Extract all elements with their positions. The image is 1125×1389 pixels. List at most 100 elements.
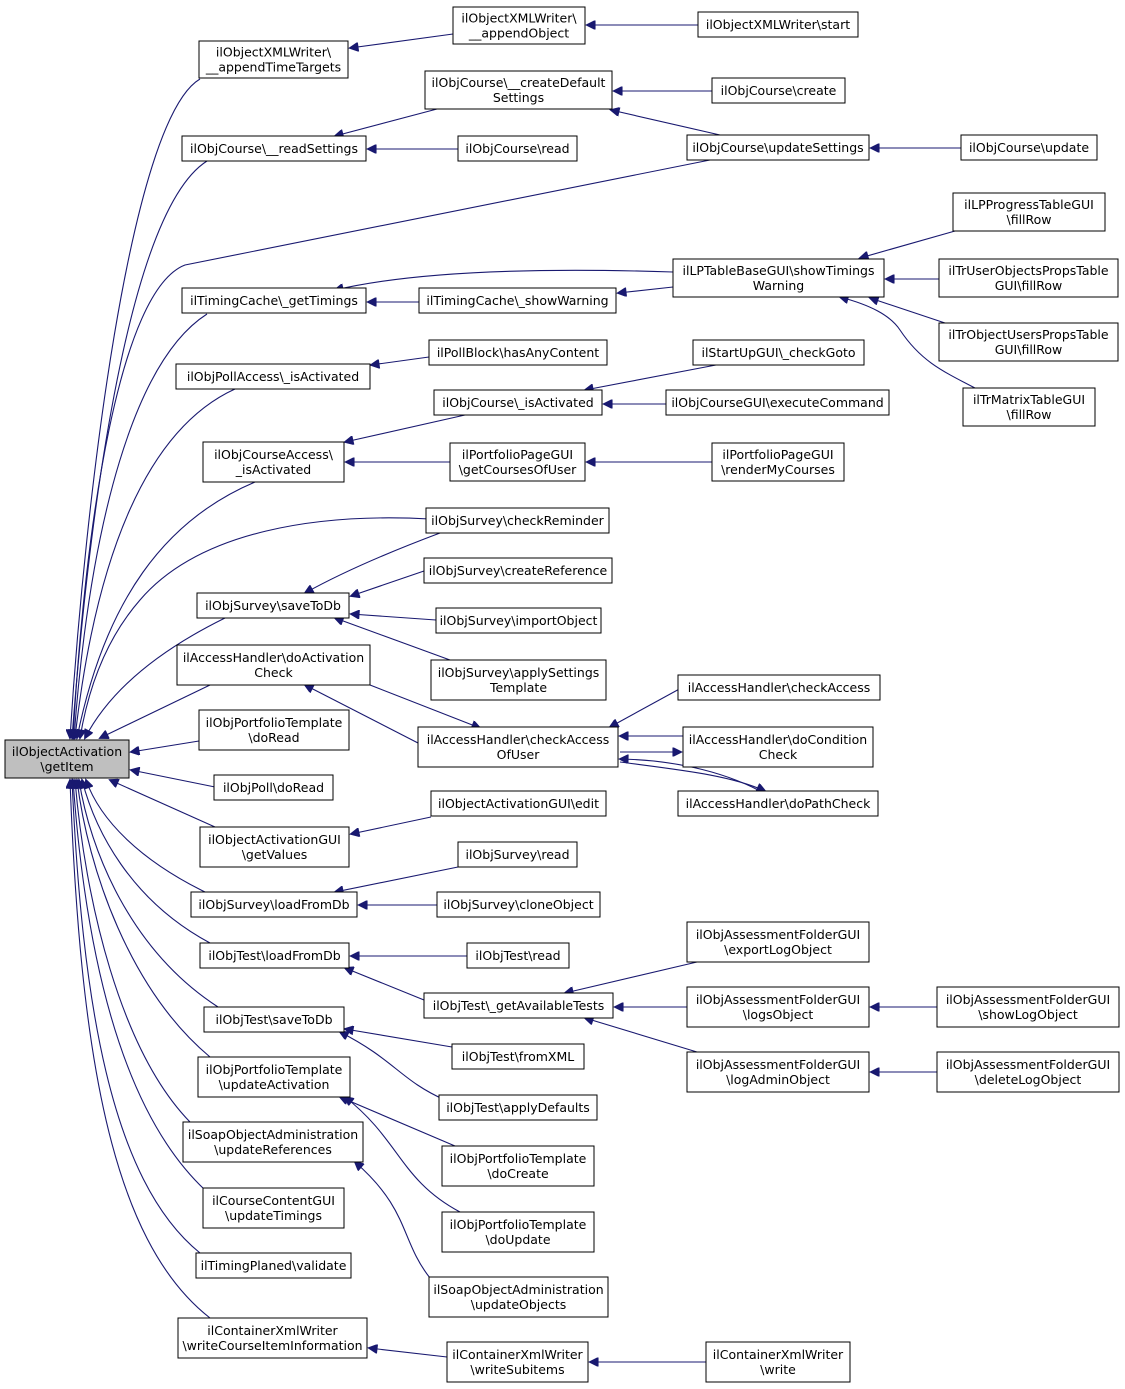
function-node[interactable]: ilObjSurvey\cloneObject bbox=[436, 891, 601, 918]
function-node[interactable]: ilPollBlock\hasAnyContent bbox=[428, 339, 608, 366]
node-label: ilObjCourse\__createDefault bbox=[432, 75, 606, 90]
call-edge bbox=[335, 108, 438, 136]
node-label: Warning bbox=[753, 278, 804, 293]
function-node[interactable]: ilSoapObjectAdministration\updateReferen… bbox=[182, 1121, 364, 1163]
function-node[interactable]: ilObjAssessmentFolderGUI\logAdminObject bbox=[686, 1051, 870, 1093]
function-node[interactable]: ilObjPortfolioTemplate\doCreate bbox=[441, 1145, 595, 1187]
function-node[interactable]: ilObjTest\applyDefaults bbox=[438, 1094, 598, 1121]
function-node[interactable]: ilObjectActivationGUI\getValues bbox=[199, 826, 350, 868]
function-node[interactable]: ilCourseContentGUI\updateTimings bbox=[202, 1187, 345, 1229]
function-node[interactable]: ilObjSurvey\importObject bbox=[435, 607, 602, 634]
node-label: ilObjPortfolioTemplate bbox=[206, 715, 343, 730]
call-edge bbox=[351, 614, 437, 621]
function-node[interactable]: ilObjAssessmentFolderGUI\deleteLogObject bbox=[936, 1051, 1120, 1093]
function-node[interactable]: ilObjectXMLWriter\__appendTimeTargets bbox=[198, 40, 349, 79]
function-node[interactable]: ilObjTest\_getAvailableTests bbox=[423, 992, 614, 1019]
function-node[interactable]: ilObjPortfolioTemplate\updateActivation bbox=[197, 1056, 351, 1098]
node-box bbox=[177, 1317, 368, 1359]
function-node[interactable]: ilAccessHandler\checkAccess bbox=[677, 674, 881, 701]
function-node[interactable]: ilPortfolioPageGUI\renderMyCourses bbox=[711, 442, 845, 482]
function-node[interactable]: ilObjTest\fromXML bbox=[451, 1043, 585, 1070]
function-node[interactable]: ilObjSurvey\checkReminder bbox=[425, 507, 610, 534]
node-label: ilObjCourse\update bbox=[969, 140, 1089, 155]
function-node[interactable]: ilObjTest\read bbox=[466, 942, 570, 969]
function-node[interactable]: ilObjCourseAccess\_isActivated bbox=[202, 441, 345, 483]
node-label: _isActivated bbox=[235, 462, 311, 477]
function-node[interactable]: ilContainerXmlWriter\write bbox=[705, 1341, 851, 1383]
function-node[interactable]: ilPortfolioPageGUI\getCoursesOfUser bbox=[449, 442, 586, 482]
node-box bbox=[711, 77, 846, 104]
node-label: \fillRow bbox=[1006, 407, 1051, 422]
node-box bbox=[938, 258, 1119, 298]
node-label: ilObjSurvey\importObject bbox=[440, 613, 598, 628]
function-node[interactable]: ilObjAssessmentFolderGUI\logsObject bbox=[686, 986, 870, 1028]
function-node[interactable]: ilContainerXmlWriter\writeSubitems bbox=[446, 1341, 589, 1383]
node-box bbox=[430, 790, 607, 817]
function-node[interactable]: ilObjPollAccess\_isActivated bbox=[175, 363, 371, 390]
function-node[interactable]: ilTimingCache\_showWarning bbox=[418, 287, 617, 314]
function-node[interactable]: ilObjCourse\_isActivated bbox=[433, 389, 603, 416]
function-node[interactable]: ilObjPortfolioTemplate\doRead bbox=[198, 709, 350, 751]
node-label: ilObjAssessmentFolderGUI bbox=[696, 992, 860, 1007]
function-node[interactable]: ilObjPortfolioTemplate\doUpdate bbox=[441, 1211, 595, 1253]
function-node[interactable]: ilObjTest\saveToDb bbox=[203, 1006, 345, 1033]
function-node[interactable]: ilObjectXMLWriter\__appendObject bbox=[452, 6, 586, 45]
node-box bbox=[423, 557, 613, 584]
function-node[interactable]: ilObjSurvey\saveToDb bbox=[196, 592, 350, 619]
node-label: ilStartUpGUI\_checkGoto bbox=[701, 345, 855, 360]
function-node[interactable]: ilObjSurvey\createReference bbox=[423, 557, 613, 584]
function-node[interactable]: ilSoapObjectAdministration\updateObjects bbox=[428, 1276, 609, 1318]
node-box bbox=[457, 135, 578, 162]
call-edge bbox=[110, 780, 216, 828]
node-box bbox=[195, 1252, 352, 1279]
function-node[interactable]: ilObjPoll\doRead bbox=[213, 774, 334, 801]
node-label: \exportLogObject bbox=[724, 942, 832, 957]
node-box bbox=[960, 134, 1098, 161]
call-edge bbox=[305, 532, 441, 593]
node-box bbox=[686, 921, 870, 963]
node-label: ilLPTableBaseGUI\showTimings bbox=[683, 263, 875, 278]
function-node[interactable]: ilObjTest\loadFromDb bbox=[199, 942, 350, 969]
node-label: Template bbox=[489, 680, 547, 695]
function-node[interactable]: ilObjCourseGUI\executeCommand bbox=[665, 389, 890, 416]
function-node[interactable]: ilObjectActivationGUI\edit bbox=[430, 790, 607, 817]
function-node[interactable]: ilTrMatrixTableGUI\fillRow bbox=[962, 387, 1096, 427]
function-node[interactable]: ilAccessHandler\doPathCheck bbox=[677, 790, 879, 817]
function-node[interactable]: ilObjCourse\updateSettings bbox=[686, 134, 870, 161]
function-node[interactable]: ilObjSurvey\read bbox=[457, 841, 578, 868]
root-node[interactable]: ilObjectActivation\getItem bbox=[4, 739, 130, 779]
function-node[interactable]: ilTimingPlaned\validate bbox=[195, 1252, 352, 1279]
node-box bbox=[962, 387, 1096, 427]
node-label: ilObjPollAccess\_isActivated bbox=[187, 369, 359, 384]
function-node[interactable]: ilObjCourse\update bbox=[960, 134, 1098, 161]
node-box bbox=[423, 992, 614, 1019]
node-label: \doUpdate bbox=[485, 1232, 550, 1247]
function-node[interactable]: ilTimingCache\_getTimings bbox=[181, 287, 367, 314]
function-node[interactable]: ilObjSurvey\loadFromDb bbox=[190, 891, 358, 918]
call-edge bbox=[369, 684, 480, 728]
function-node[interactable]: ilObjectXMLWriter\start bbox=[697, 11, 859, 38]
node-label: ilObjSurvey\cloneObject bbox=[443, 897, 593, 912]
function-node[interactable]: ilObjAssessmentFolderGUI\exportLogObject bbox=[686, 921, 870, 963]
function-node[interactable]: ilObjCourse\__readSettings bbox=[181, 135, 367, 162]
node-box bbox=[433, 389, 603, 416]
function-node[interactable]: ilObjCourse\create bbox=[711, 77, 846, 104]
call-edge bbox=[860, 230, 956, 258]
function-node[interactable]: ilObjCourse\read bbox=[457, 135, 578, 162]
node-box bbox=[202, 1187, 345, 1229]
node-label: Check bbox=[254, 665, 293, 680]
node-label: ilObjectActivationGUI bbox=[208, 832, 341, 847]
function-node[interactable]: ilStartUpGUI\_checkGoto bbox=[692, 339, 865, 366]
function-node[interactable]: ilObjAssessmentFolderGUI\showLogObject bbox=[936, 986, 1120, 1028]
function-node[interactable]: ilContainerXmlWriter\writeCourseItemInfo… bbox=[177, 1317, 368, 1359]
function-node[interactable]: ilLPProgressTableGUI\fillRow bbox=[952, 192, 1106, 232]
call-edge bbox=[351, 570, 425, 596]
